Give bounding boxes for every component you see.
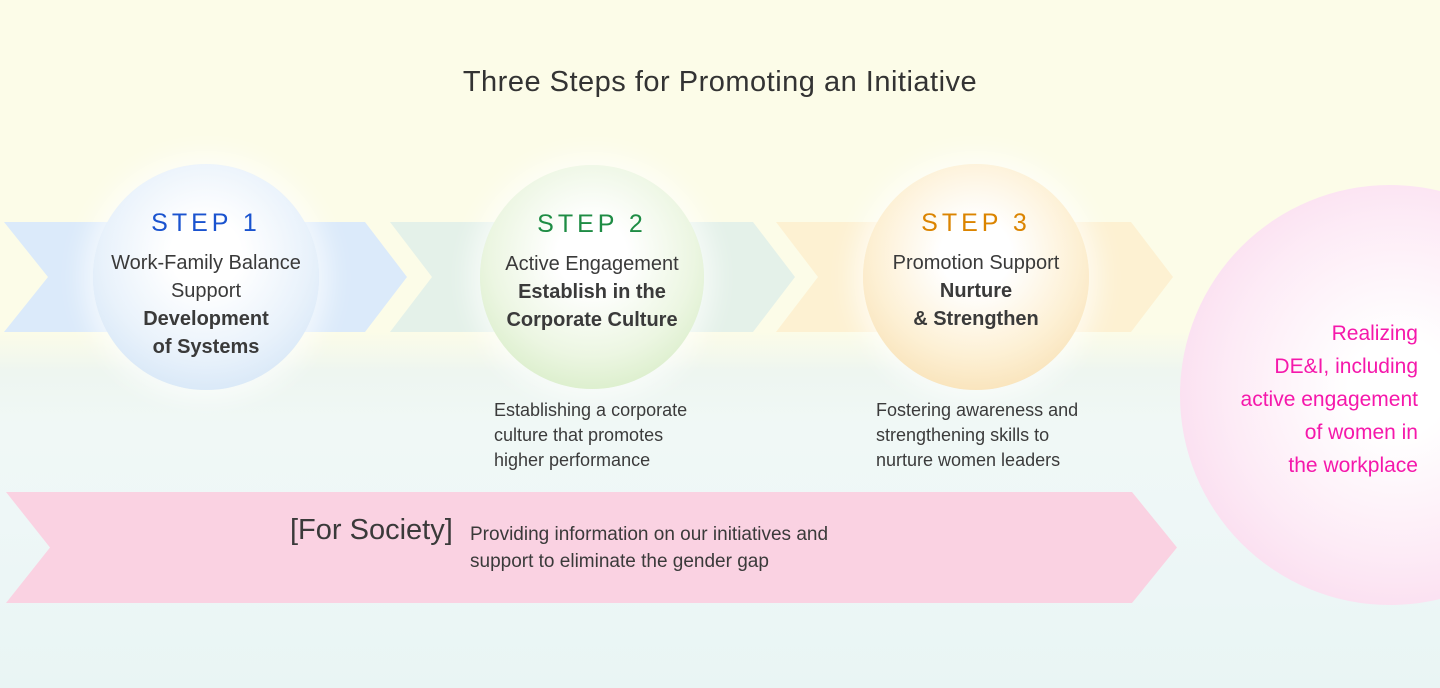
goal-text-line: Realizing bbox=[1331, 322, 1418, 345]
goal-text: Realizing DE&I, including active engagem… bbox=[1241, 317, 1418, 482]
step1-text-line: Support bbox=[170, 280, 242, 302]
society-label: [For Society] bbox=[290, 514, 453, 546]
step3-label: STEP 3 bbox=[921, 209, 1031, 237]
step3-text-line: Promotion Support bbox=[892, 252, 1060, 274]
page-title: Three Steps for Promoting an Initiative bbox=[462, 66, 978, 98]
step2-description: Establishing a corporate culture that pr… bbox=[494, 398, 687, 473]
step1-label: STEP 1 bbox=[151, 209, 261, 237]
step1-text-line-bold: Development bbox=[143, 308, 269, 330]
step3-description: Fostering awareness and strengthening sk… bbox=[876, 398, 1078, 473]
goal-text-line: DE&I, including bbox=[1274, 355, 1418, 378]
society-description-line: Providing information on our initiatives… bbox=[470, 524, 829, 545]
step2-circle: STEP 2 Active Engagement Establish in th… bbox=[480, 165, 704, 389]
society-banner bbox=[6, 492, 1177, 603]
goal-text-line: active engagement bbox=[1240, 388, 1418, 411]
step2-text: Active Engagement Establish in the Corpo… bbox=[480, 250, 704, 334]
step3-description-line: nurture women leaders bbox=[876, 450, 1061, 470]
step3-text: Promotion Support Nurture & Strengthen bbox=[863, 249, 1089, 333]
step1-text: Work-Family Balance Support Development … bbox=[93, 249, 319, 361]
step3-text-line-bold: & Strengthen bbox=[913, 308, 1039, 330]
society-description: Providing information on our initiatives… bbox=[470, 521, 828, 575]
step1-text-line: Work-Family Balance bbox=[111, 252, 301, 274]
step2-text-line: Active Engagement bbox=[505, 253, 679, 275]
goal-text-line: of women in bbox=[1304, 421, 1418, 444]
step3-description-line: Fostering awareness and bbox=[876, 400, 1079, 420]
step1-circle: STEP 1 Work-Family Balance Support Devel… bbox=[93, 164, 319, 390]
step2-description-line: Establishing a corporate bbox=[494, 400, 688, 420]
step2-label: STEP 2 bbox=[537, 210, 647, 238]
step1-text-line-bold: of Systems bbox=[152, 336, 260, 358]
society-description-line: support to eliminate the gender gap bbox=[470, 551, 769, 572]
goal-text-line: the workplace bbox=[1288, 454, 1418, 477]
step2-text-line-bold: Establish in the bbox=[518, 281, 666, 303]
step3-circle: STEP 3 Promotion Support Nurture & Stren… bbox=[863, 164, 1089, 390]
step2-description-line: higher performance bbox=[494, 450, 651, 470]
step2-text-line-bold: Corporate Culture bbox=[506, 309, 678, 331]
step2-description-line: culture that promotes bbox=[494, 425, 664, 445]
step3-text-line-bold: Nurture bbox=[939, 280, 1013, 302]
step3-description-line: strengthening skills to bbox=[876, 425, 1050, 445]
